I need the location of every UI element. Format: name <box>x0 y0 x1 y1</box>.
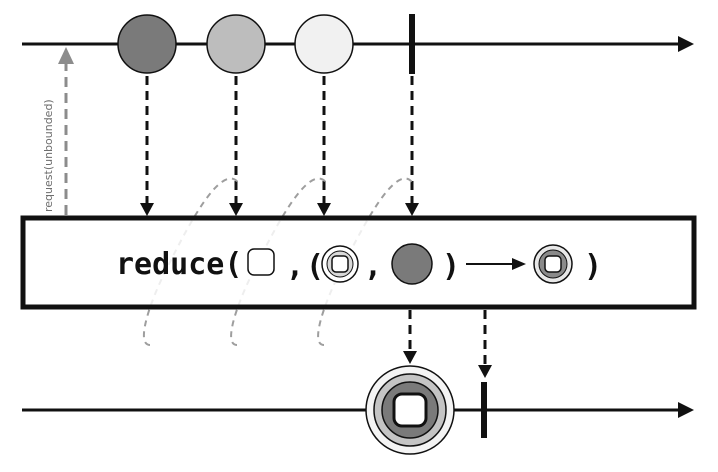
marble-light <box>294 14 354 74</box>
final-paren: ) <box>584 249 602 284</box>
emission-arrowheads <box>140 203 419 216</box>
output-arrows <box>408 310 487 366</box>
result-marble <box>365 365 455 455</box>
request-arrow <box>58 47 74 215</box>
marble-dark <box>117 14 177 74</box>
comma-1: , <box>286 249 304 284</box>
dark-circle-icon <box>391 243 433 285</box>
paren-close: ) <box>442 249 460 284</box>
right-arrow-icon <box>466 258 526 270</box>
ring-square-icon <box>321 245 359 283</box>
comma-2: , <box>364 249 382 284</box>
output-arrowheads <box>403 351 492 378</box>
operator-keyword: reduce( <box>116 247 242 282</box>
request-label: request(unbounded) <box>42 99 55 212</box>
square-icon <box>247 248 275 276</box>
result-ring-icon <box>533 244 573 284</box>
marble-mid <box>206 14 266 74</box>
emission-arrows <box>145 76 414 204</box>
paren-open: ( <box>306 249 324 284</box>
result-timeline <box>22 402 694 418</box>
